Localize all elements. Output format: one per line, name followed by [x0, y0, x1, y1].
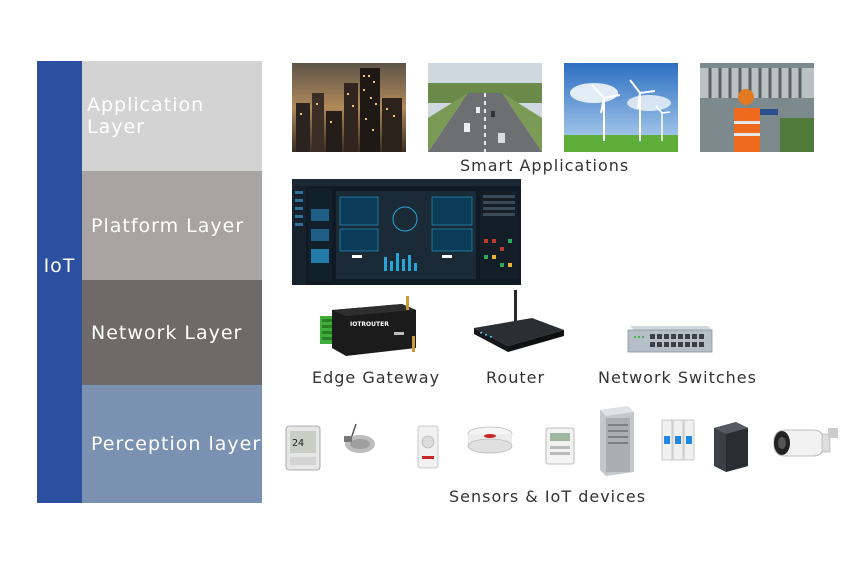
network-switches-caption: Network Switches [598, 368, 757, 387]
perception-layer-label: Perception layer [91, 433, 262, 455]
network-layer-label: Network Layer [91, 321, 243, 344]
application-layer-label: Application Layer [87, 94, 205, 138]
edge-gateway-caption: Edge Gateway [312, 368, 441, 387]
thermo-hygrometer-icon: 24 [285, 425, 321, 471]
cabinet-icon [600, 406, 634, 476]
iot-bar [37, 61, 82, 503]
sensor-devices-row: 24 [282, 404, 842, 478]
industrial-worker-photo [700, 63, 814, 152]
smart-city-photo [292, 63, 406, 152]
iot-label: IoT [43, 255, 76, 277]
smoke-detector-icon [467, 426, 513, 454]
box-device-icon [714, 422, 748, 472]
iot-platform-dashboard-screenshot [292, 179, 521, 285]
application-layer: Application Layer [82, 61, 262, 171]
platform-layer: Platform Layer [82, 171, 262, 280]
circuit-breaker-icon [661, 419, 695, 461]
gateway-brand-text: IOTROUTER [350, 321, 389, 328]
wind-farm-photo [564, 63, 678, 152]
network-layer: Network Layer [82, 280, 262, 385]
svg-text:24: 24 [292, 438, 304, 449]
network-switch-image [624, 322, 714, 354]
router-image [470, 290, 566, 356]
smart-traffic-photo [428, 63, 542, 152]
pir-sensor-icon [417, 425, 439, 469]
sensors-caption: Sensors & IoT devices [449, 487, 647, 506]
platform-layer-label: Platform Layer [91, 214, 245, 237]
perception-layer: Perception layer [82, 385, 262, 503]
probe-sensor-icon [344, 423, 375, 453]
router-caption: Router [486, 368, 546, 387]
camera-icon [773, 428, 838, 457]
energy-meter-icon [545, 427, 575, 465]
edge-gateway-image: IOTROUTER [320, 296, 420, 360]
smart-applications-caption: Smart Applications [460, 156, 630, 175]
